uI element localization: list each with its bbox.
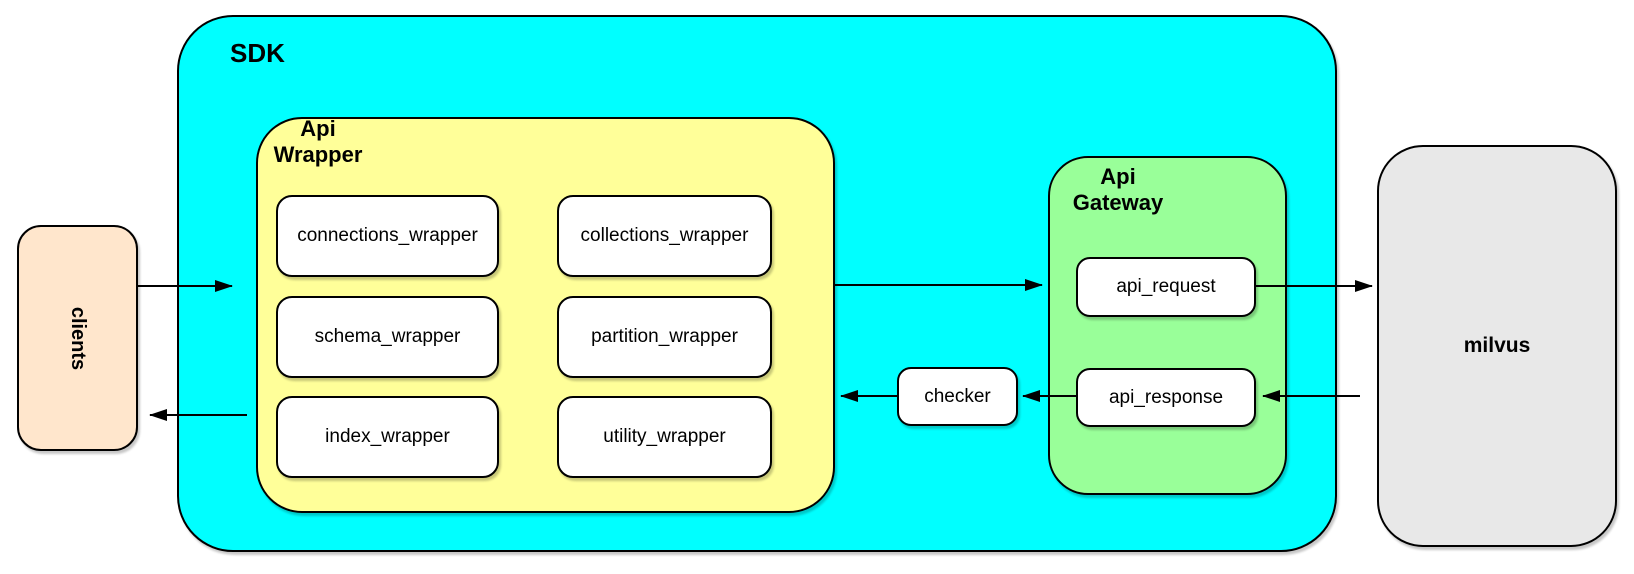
node-index-wrapper: index_wrapper <box>276 396 499 478</box>
node-partition-wrapper: partition_wrapper <box>557 296 772 378</box>
clients-label: clients <box>66 306 89 370</box>
api-gateway-label: Api Gateway <box>1062 164 1174 216</box>
node-checker: checker <box>897 367 1018 426</box>
node-api-request: api_request <box>1076 257 1256 317</box>
node-connections-wrapper: connections_wrapper <box>276 195 499 277</box>
api-gateway-container <box>1048 156 1287 495</box>
api-wrapper-label-line2: Wrapper <box>273 142 363 167</box>
node-collections-wrapper: collections_wrapper <box>557 195 772 277</box>
api-gateway-label-line1: Api <box>1100 164 1136 189</box>
node-api-response: api_response <box>1076 368 1256 427</box>
node-schema-wrapper: schema_wrapper <box>276 296 499 378</box>
milvus-label: milvus <box>1463 334 1531 357</box>
api-wrapper-label-line1: Api <box>300 116 336 141</box>
node-utility-wrapper: utility_wrapper <box>557 396 772 478</box>
api-gateway-label-line2: Gateway <box>1072 190 1164 215</box>
sdk-label: SDK <box>230 38 285 68</box>
node-clients: clients <box>17 225 138 451</box>
api-wrapper-label: Api Wrapper <box>260 116 376 168</box>
node-milvus: milvus <box>1377 145 1617 547</box>
